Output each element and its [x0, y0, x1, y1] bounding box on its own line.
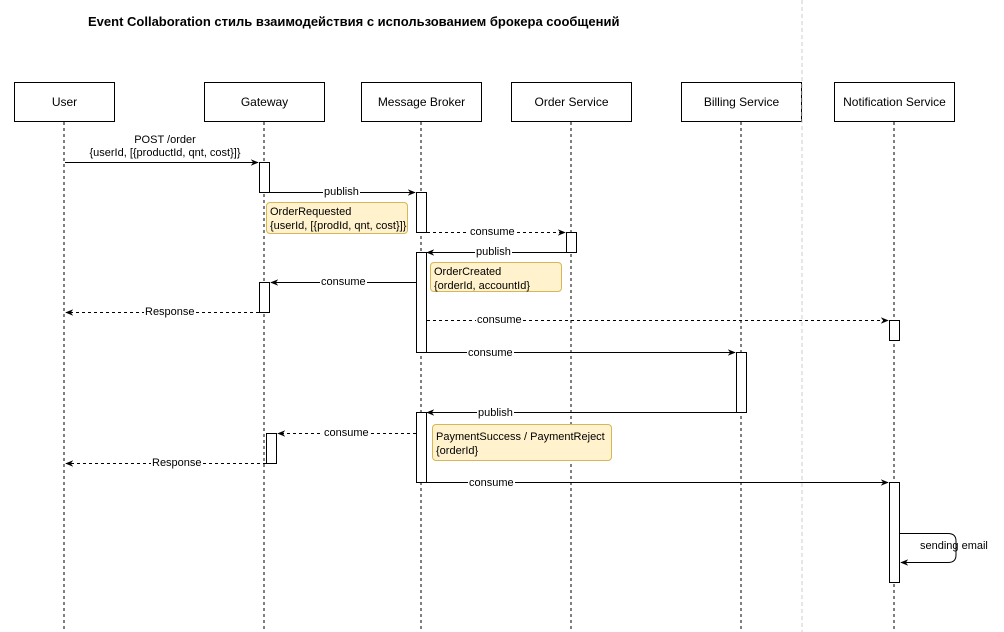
note-order-requested-title: OrderRequested	[270, 206, 352, 218]
participant-message-broker: Message Broker	[361, 82, 482, 122]
label-post-order-line1: POST /order	[134, 134, 196, 146]
activation-gateway-2	[259, 282, 270, 313]
label-publish-3: publish	[477, 407, 514, 419]
label-consume-notification-1: consume	[476, 314, 523, 326]
note-order-created-body: {orderId, accountId}	[434, 280, 531, 292]
note-order-requested: OrderRequested {userId, [{prodId, qnt, c…	[266, 202, 408, 234]
participant-order-service: Order Service	[511, 82, 632, 122]
label-consume-gateway-1: consume	[320, 276, 367, 288]
activation-broker-2	[416, 252, 427, 353]
label-sending-email: sending email	[920, 540, 988, 552]
activation-order-1	[566, 232, 577, 253]
note-order-created-title: OrderCreated	[434, 266, 502, 278]
label-consume-billing: consume	[467, 347, 514, 359]
note-payment-result-title: PaymentSuccess / PaymentReject	[436, 431, 605, 443]
label-consume-gateway-2: consume	[323, 427, 370, 439]
label-publish-1: publish	[323, 186, 360, 198]
label-response-2: Response	[151, 457, 203, 469]
label-consume-notification-2: consume	[468, 477, 515, 489]
diagram-title: Event Collaboration стиль взаимодействия…	[88, 14, 620, 29]
activation-broker-1	[416, 192, 427, 233]
label-post-order: POST /order {userId, [{productId, qnt, c…	[84, 134, 246, 160]
participant-user: User	[14, 82, 115, 122]
label-response-1: Response	[144, 306, 196, 318]
activation-billing-1	[736, 352, 747, 413]
participant-notification-service: Notification Service	[834, 82, 955, 122]
participant-billing-service: Billing Service	[681, 82, 802, 122]
note-payment-result-body: {orderId}	[436, 445, 479, 457]
activation-broker-3	[416, 412, 427, 483]
arrow-sending-email	[900, 533, 957, 566]
activation-notification-1	[889, 320, 900, 341]
participant-gateway: Gateway	[204, 82, 325, 122]
note-payment-result: PaymentSuccess / PaymentReject {orderId}	[432, 424, 612, 461]
label-publish-2: publish	[475, 246, 512, 258]
activation-notification-2	[889, 482, 900, 583]
label-consume-order: consume	[469, 226, 516, 238]
label-post-order-line2: {userId, [{productId, qnt, cost}]}	[89, 147, 241, 159]
activation-gateway-1	[259, 162, 270, 193]
note-order-created: OrderCreated {orderId, accountId}	[430, 262, 562, 292]
activation-gateway-3	[266, 433, 277, 464]
note-order-requested-body: {userId, [{prodId, qnt, cost}]}	[270, 220, 407, 232]
